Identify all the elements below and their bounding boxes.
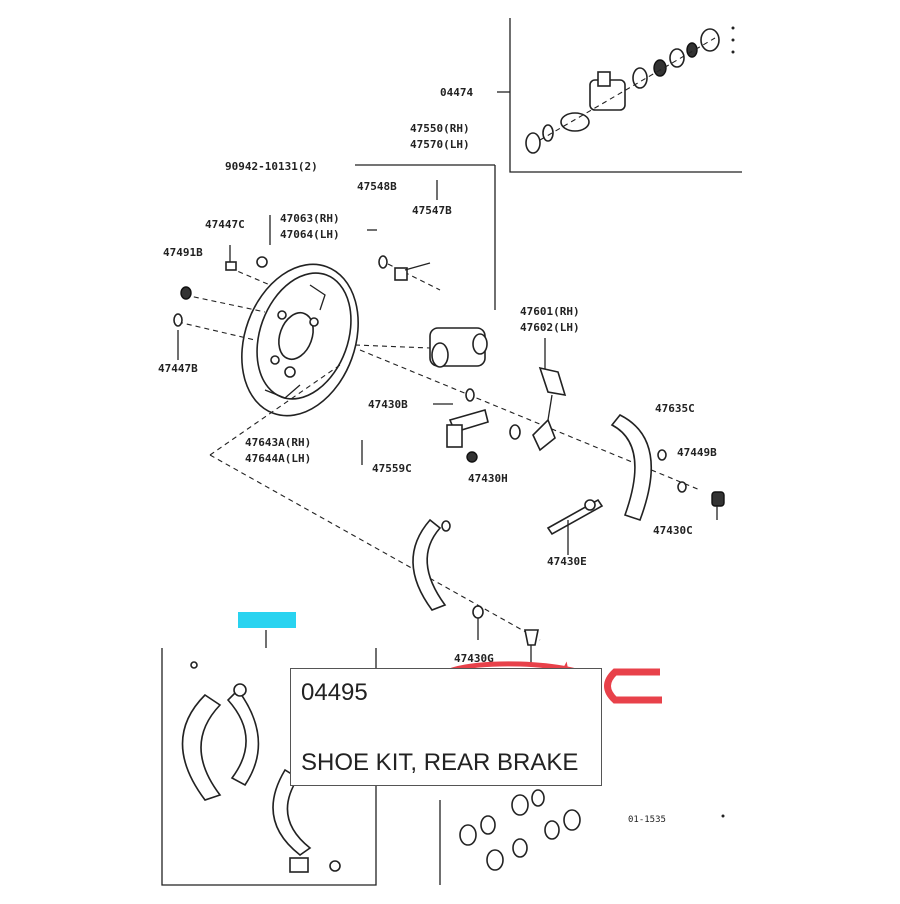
mounting-bolts bbox=[173, 256, 271, 360]
label-47064[interactable]: 47064(LH) bbox=[280, 228, 340, 241]
label-47447c[interactable]: 47447C bbox=[205, 218, 245, 231]
shoe-kit-parts bbox=[181, 661, 341, 873]
adjuster-parts bbox=[446, 388, 521, 463]
label-47570[interactable]: 47570(LH) bbox=[410, 138, 470, 151]
label-47430c[interactable]: 47430C bbox=[653, 524, 693, 537]
part-tooltip: 04495 SHOE KIT, REAR BRAKE bbox=[290, 668, 602, 786]
label-47430g[interactable]: 47430G bbox=[454, 652, 494, 665]
label-47602[interactable]: 47602(LH) bbox=[520, 321, 580, 334]
label-47548[interactable]: 47548B bbox=[357, 180, 397, 193]
label-47491[interactable]: 47491B bbox=[163, 246, 203, 259]
label-47559[interactable]: 47559C bbox=[372, 462, 412, 475]
label-47643[interactable]: 47643A(RH) bbox=[245, 436, 311, 449]
label-47449[interactable]: 47449B bbox=[677, 446, 717, 459]
label-47430h[interactable]: 47430H bbox=[468, 472, 508, 485]
label-47430e[interactable]: 47430E bbox=[547, 555, 587, 568]
adjusting-bolt bbox=[546, 498, 604, 536]
label-90942[interactable]: 90942-10131(2) bbox=[225, 160, 318, 173]
wheel-cylinder-kit-parts bbox=[525, 26, 735, 154]
parking-lever bbox=[532, 366, 567, 452]
brake-shoe-front bbox=[412, 518, 539, 665]
label-47635[interactable]: 47635C bbox=[655, 402, 695, 415]
label-47547[interactable]: 47547B bbox=[412, 204, 452, 217]
hardware-parts bbox=[439, 789, 581, 885]
label-47430b[interactable]: 47430B bbox=[368, 398, 408, 411]
label-47063[interactable]: 47063(RH) bbox=[280, 212, 340, 225]
highlight-04495 bbox=[238, 612, 296, 628]
label-47550[interactable]: 47550(RH) bbox=[410, 122, 470, 135]
label-47447b[interactable]: 47447B bbox=[158, 362, 198, 375]
tooltip-part-number: 04495 bbox=[301, 679, 368, 706]
brake-shoe-rear bbox=[610, 413, 725, 522]
kit-box-04474 bbox=[509, 18, 742, 173]
wheel-cylinder bbox=[354, 255, 488, 368]
footer-code: 01-1535 bbox=[628, 815, 666, 825]
backing-plate bbox=[241, 263, 359, 417]
tooltip-part-description: SHOE KIT, REAR BRAKE bbox=[301, 749, 579, 776]
label-47601[interactable]: 47601(RH) bbox=[520, 305, 580, 318]
label-47644[interactable]: 47644A(LH) bbox=[245, 452, 311, 465]
label-04474[interactable]: 04474 bbox=[440, 86, 473, 99]
